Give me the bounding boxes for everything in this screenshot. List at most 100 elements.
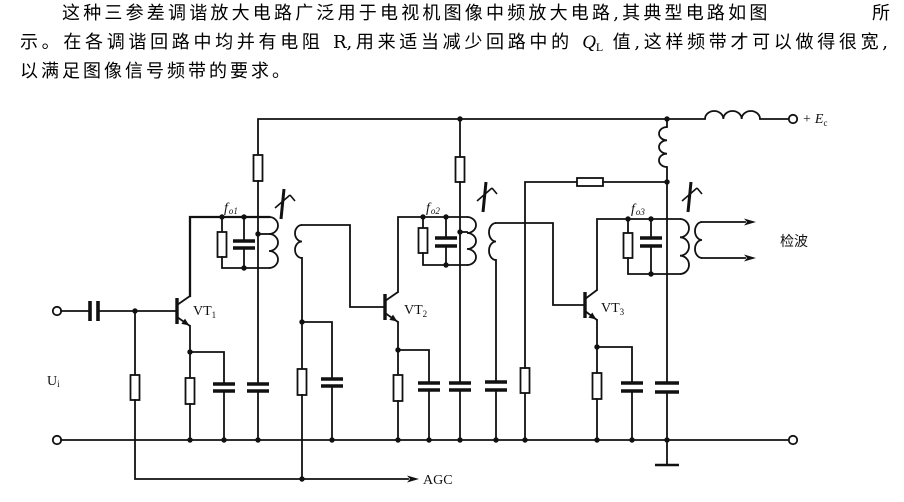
tuning-arrow-head xyxy=(289,194,296,202)
junction-dot xyxy=(457,437,463,443)
transistor-collector xyxy=(384,291,399,302)
junction-dot xyxy=(443,262,449,268)
capacitor xyxy=(621,381,643,393)
resistor-body xyxy=(454,156,466,183)
resistor xyxy=(184,377,196,405)
tuning-arrow xyxy=(274,194,291,209)
capacitor xyxy=(485,380,507,392)
tuned-freq-label-1: fo1 xyxy=(224,201,238,216)
junction-dot xyxy=(395,437,401,443)
transistor-label-main: VT xyxy=(404,303,423,318)
resistor-body xyxy=(417,227,429,254)
paragraph-line-1-tail: 所 xyxy=(872,3,890,24)
tuned-freq-label-3: fo3 xyxy=(631,202,645,217)
transistor-label-sub: 3 xyxy=(620,307,625,317)
capacitor xyxy=(655,381,679,394)
emitter-arrow xyxy=(181,318,190,326)
supply-terminal xyxy=(787,113,799,125)
wire xyxy=(397,349,430,384)
transistor-label-sub: 2 xyxy=(423,309,428,319)
secondary-coil-1 xyxy=(294,224,303,259)
supply-main: E xyxy=(814,112,824,127)
wire xyxy=(221,256,270,269)
wire xyxy=(301,321,333,380)
tuning-arrow xyxy=(476,187,493,202)
transistor-label-vt3: VT3 xyxy=(601,301,625,317)
capacitor xyxy=(233,239,255,250)
wire xyxy=(495,222,586,306)
line-2-text-a: 示。在各调谐回路中均并有电阻 R,用来适当减少回路中的 xyxy=(20,32,583,53)
capacitor xyxy=(247,382,269,393)
transistor-label-main: VT xyxy=(601,301,620,316)
junction-dot xyxy=(241,265,247,271)
wire xyxy=(596,346,633,384)
wire xyxy=(301,224,386,308)
tuning-arrow xyxy=(681,187,698,202)
wire xyxy=(422,252,468,266)
resistor xyxy=(417,227,429,254)
tuning-arrow-head xyxy=(491,187,498,195)
resistor xyxy=(622,232,634,259)
tuning-adjust-symbol xyxy=(681,181,703,213)
tuned-freq-main: f xyxy=(631,202,637,217)
junction-dot xyxy=(594,437,600,443)
resistor-body xyxy=(591,372,603,400)
primary-coil-2 xyxy=(466,216,477,266)
agc-label: AGC xyxy=(423,473,453,488)
resistor xyxy=(392,374,404,402)
resistor-body xyxy=(622,232,634,259)
wire xyxy=(397,216,468,293)
junction-dot xyxy=(522,437,528,443)
tuning-arrow-head xyxy=(696,187,703,195)
tuning-core xyxy=(686,181,693,213)
input-terminal-top xyxy=(51,305,63,317)
line-2-text-b: 值,这样频带才可以做得很宽, xyxy=(603,32,889,53)
circuit-shapes xyxy=(51,110,799,483)
emitter-arrow xyxy=(588,312,597,320)
paragraph-line-1: 这种三参差调谐放大电路广泛用于电视机图像中频放大电路,其典型电路如图 xyxy=(62,3,771,24)
junction-dot xyxy=(648,271,654,277)
resistor xyxy=(519,367,531,394)
primary-coil-1 xyxy=(268,216,279,269)
supply-sub: c xyxy=(823,118,827,128)
wire xyxy=(189,351,225,385)
transistor-vt2 xyxy=(383,291,399,323)
input-label-main: U xyxy=(47,374,57,389)
resistor-body xyxy=(129,374,141,401)
capacitor xyxy=(435,236,457,248)
circuit-labels: Ui VT1 VT2 VT3 fo1 fo2 fo3 +Ec 检波 AGC xyxy=(47,112,827,488)
tuned-freq-sub: o3 xyxy=(636,207,646,217)
junction-dot xyxy=(629,437,635,443)
tuned-freq-main: f xyxy=(426,201,432,216)
resistor-body xyxy=(184,377,196,405)
transistor-label-vt1: VT1 xyxy=(193,304,216,320)
capacitor xyxy=(321,377,343,388)
junction-dot xyxy=(187,437,193,443)
choke-coil-vertical xyxy=(658,126,668,168)
primary-coil-3 xyxy=(679,218,690,275)
secondary-coil-3 xyxy=(694,221,703,259)
paragraph-line-2: 示。在各调谐回路中均并有电阻 R,用来适当减少回路中的 QL 值,这样频带才可以… xyxy=(20,32,889,55)
coupling-capacitor xyxy=(88,301,100,321)
junction-dot xyxy=(221,437,227,443)
transistor-collector xyxy=(176,295,191,306)
input-label: Ui xyxy=(47,374,60,389)
resistor-body xyxy=(519,367,531,394)
transistor-label-vt2: VT2 xyxy=(404,303,427,319)
tuned-freq-main: f xyxy=(224,201,230,216)
capacitor xyxy=(449,381,471,392)
junction-dot xyxy=(664,437,670,443)
transistor-label-main: VT xyxy=(193,304,212,319)
ground-terminal-right xyxy=(787,434,799,446)
emitter-arrow xyxy=(389,314,398,322)
choke-coil-horizontal xyxy=(704,110,761,120)
tuning-core xyxy=(481,181,488,213)
wire xyxy=(257,118,706,156)
q-subscript: L xyxy=(595,40,604,54)
junction-dot xyxy=(255,437,261,443)
resistor-body xyxy=(392,374,404,402)
resistor xyxy=(216,231,228,258)
tuned-freq-sub: o2 xyxy=(431,206,441,216)
